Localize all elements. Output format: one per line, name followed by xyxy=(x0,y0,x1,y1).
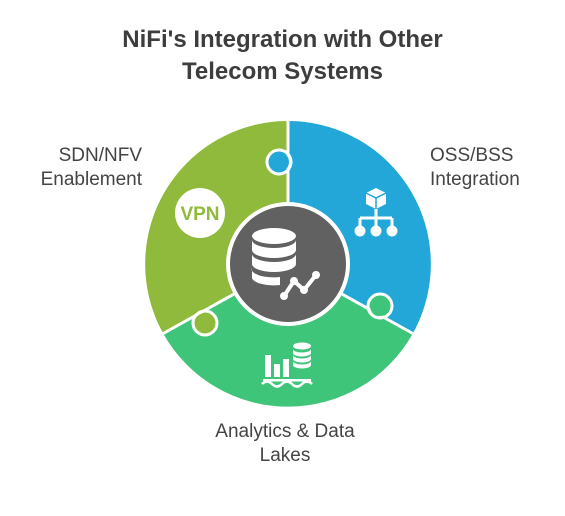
label-sdn-nfv: SDN/NFV Enablement xyxy=(40,145,142,190)
database-analytics-icon xyxy=(251,228,321,301)
vpn-icon-text: VPN xyxy=(180,204,219,225)
vpn-icon: VPN xyxy=(175,188,225,238)
diagram-title: NiFi's Integration with Other Telecom Sy… xyxy=(0,24,565,88)
title-line-1: NiFi's Integration with Other xyxy=(122,26,443,53)
title-line-2: Telecom Systems xyxy=(182,58,383,85)
label-oss-bss: OSS/BSS Integration xyxy=(430,145,520,190)
data-lake-chart-icon xyxy=(261,342,313,388)
hierarchy-icon xyxy=(354,188,398,237)
label-analytics: Analytics & Data Lakes xyxy=(215,421,355,466)
